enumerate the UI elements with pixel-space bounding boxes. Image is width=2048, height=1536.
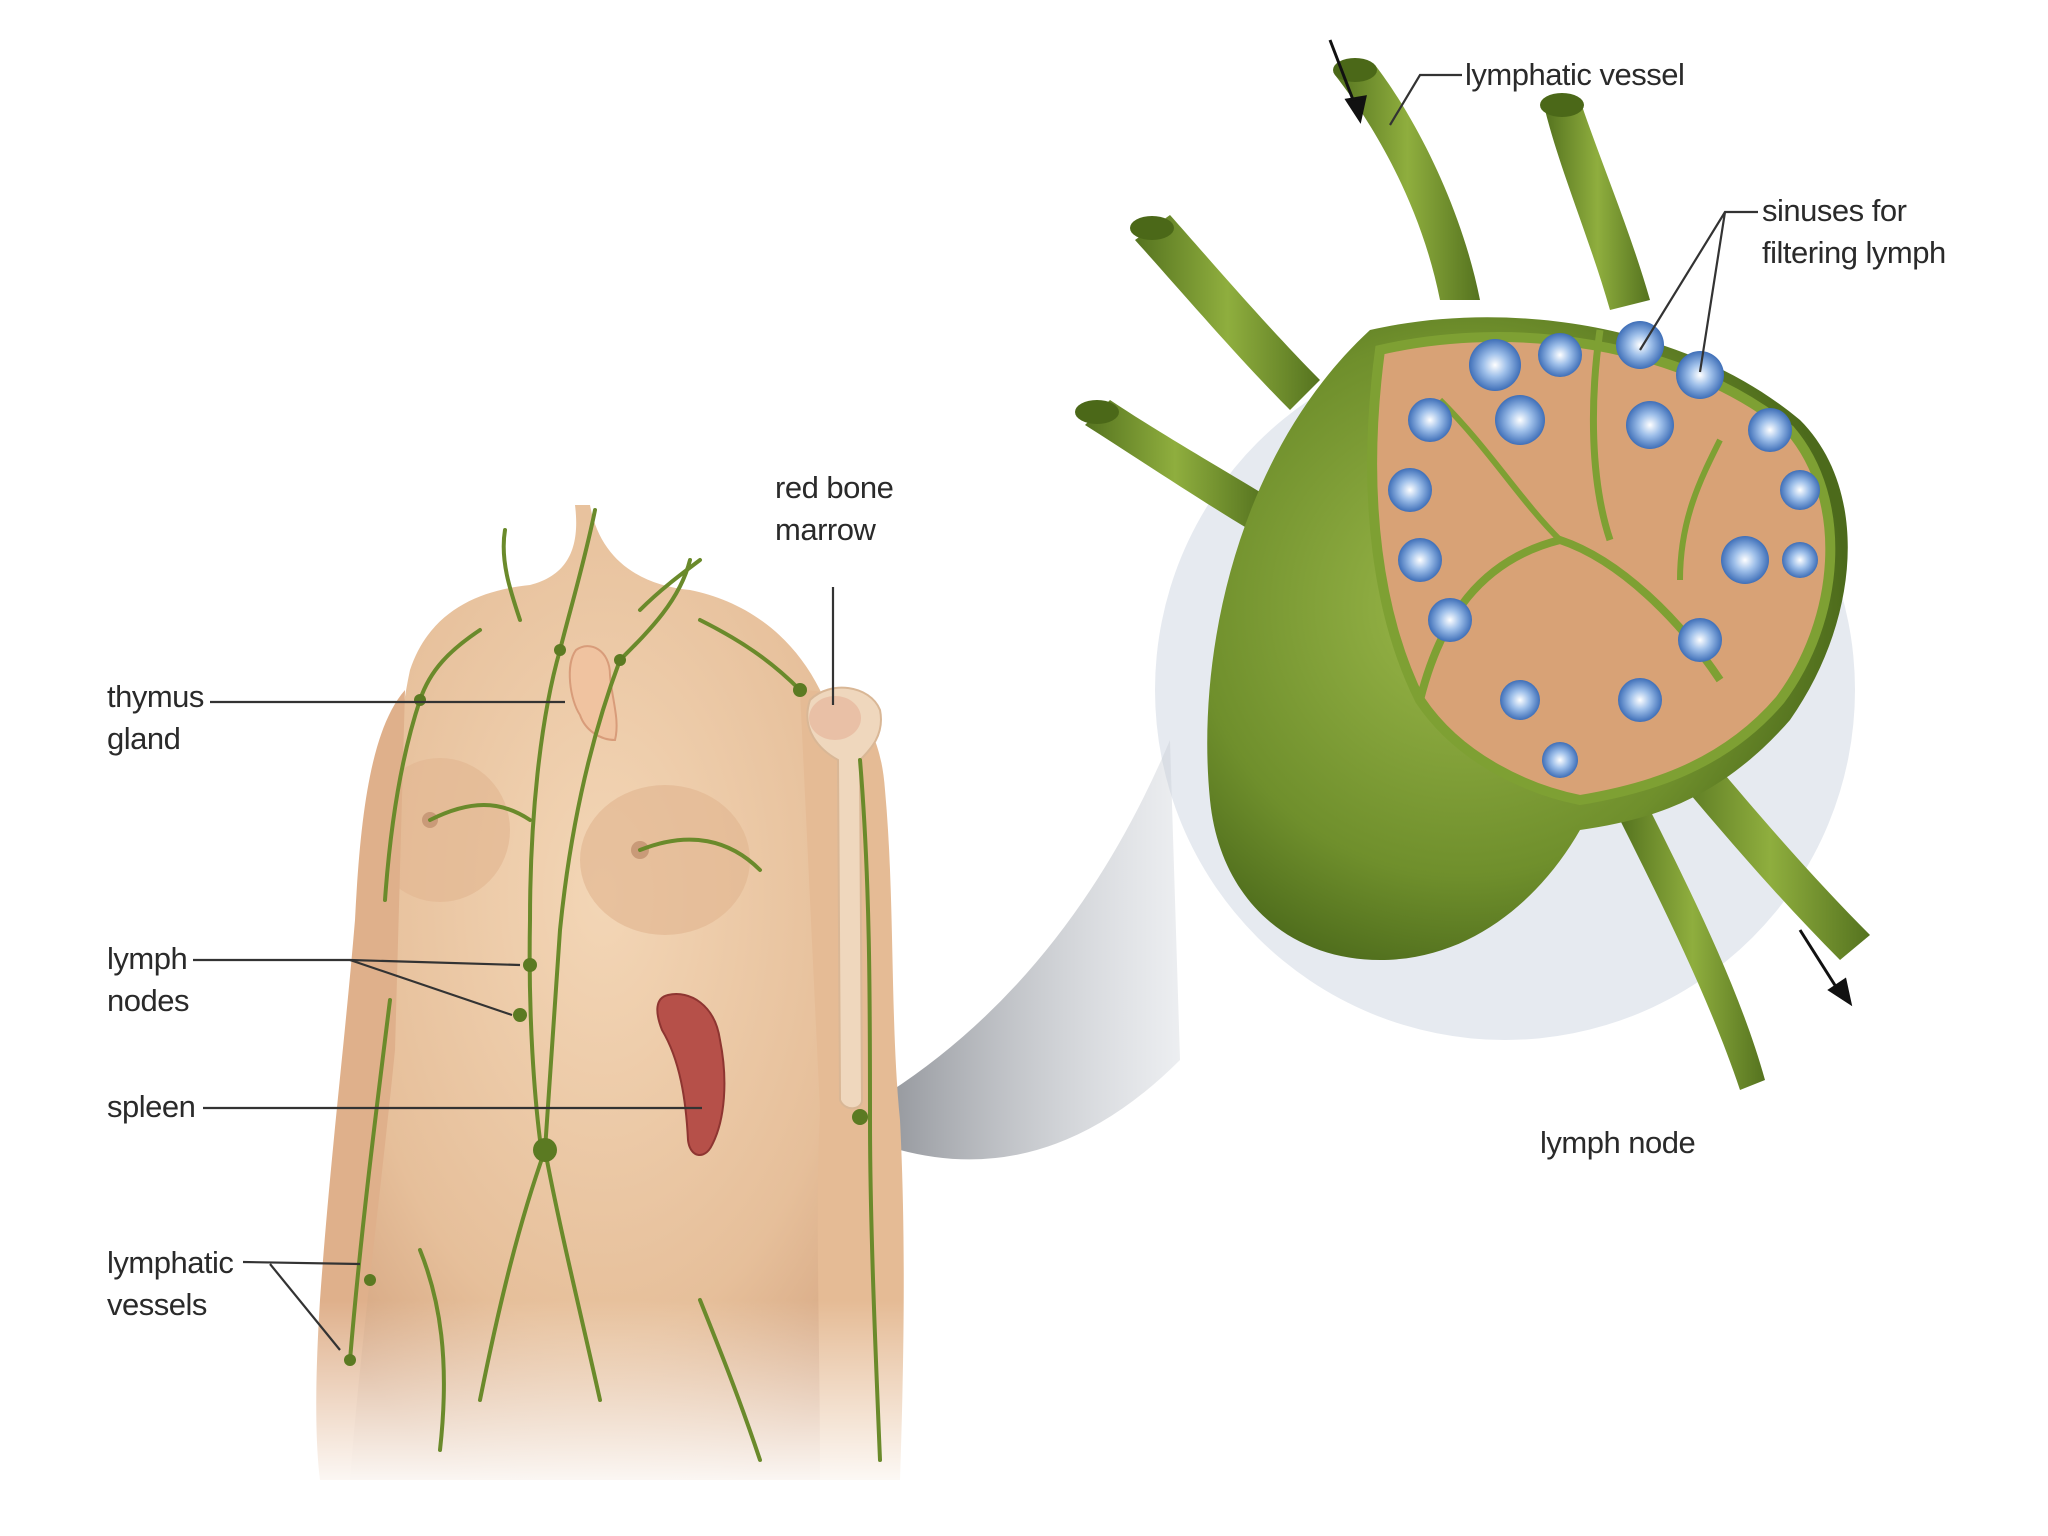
label-lymph-node: lymph node bbox=[1540, 1122, 1695, 1164]
female-torso bbox=[300, 505, 920, 1500]
label-red-bone-marrow: red bone marrow bbox=[775, 467, 893, 551]
label-sinuses: sinuses for filtering lymph bbox=[1762, 190, 1946, 274]
label-thymus-gland: thymus gland bbox=[107, 676, 204, 760]
label-lymphatic-vessels: lymphatic vessels bbox=[107, 1242, 233, 1326]
label-spleen: spleen bbox=[107, 1086, 195, 1128]
label-lymph-nodes: lymph nodes bbox=[107, 938, 189, 1022]
label-lymphatic-vessel: lymphatic vessel bbox=[1465, 54, 1684, 96]
